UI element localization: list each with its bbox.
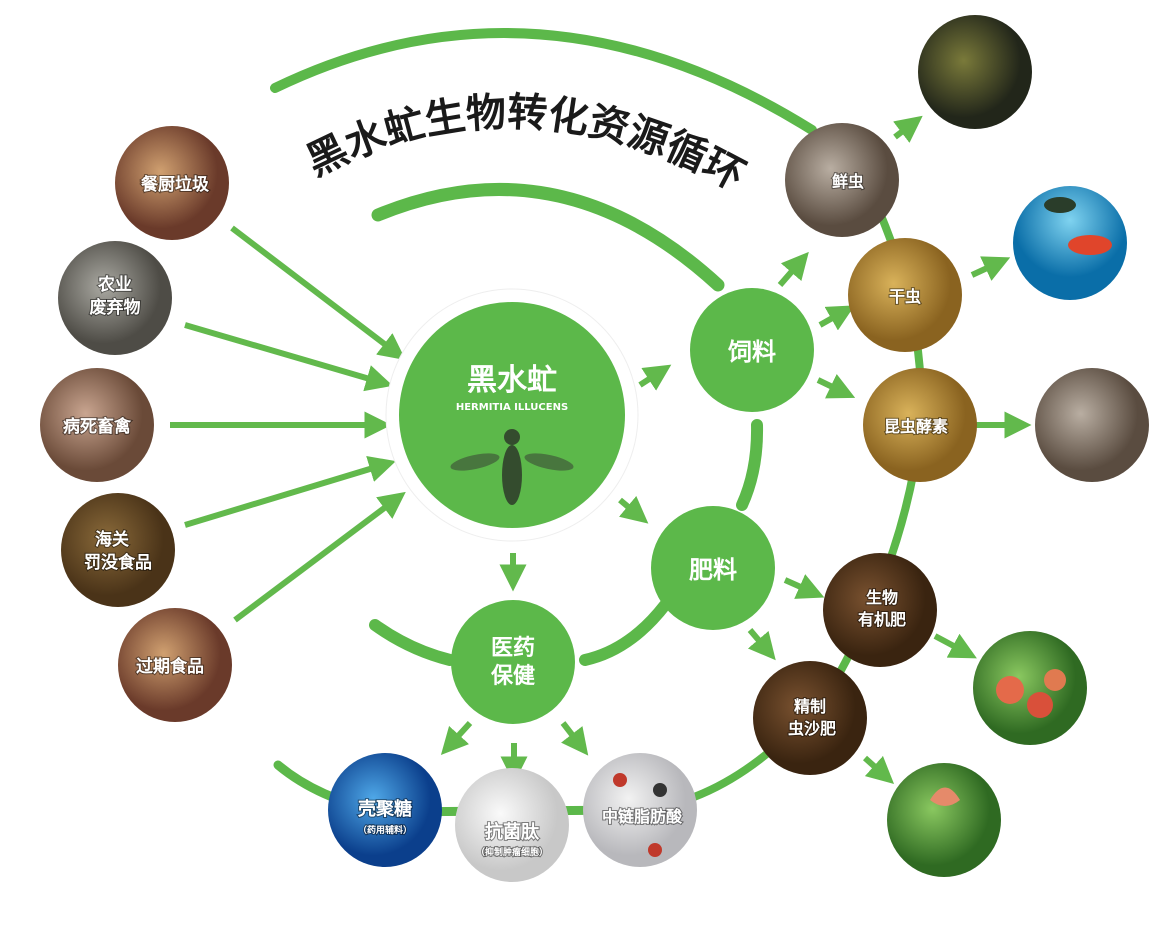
arrow-sand-out [862,755,895,785]
arrow-to-feed [638,364,672,391]
hub-medical: 医药 保健 [451,600,575,724]
input-agri-waste: 农业 废弃物 [58,241,172,355]
diagram-title: 黑水虻生物转化资源循环 [300,90,752,200]
svg-text:饲料: 饲料 [727,338,776,366]
center-node: 黑水虻 HERMITIA ILLUCENS [385,288,639,542]
arrow-fert-1 [783,574,825,599]
svg-text:肥料: 肥料 [689,556,737,584]
arrow-feed-1 [777,251,809,287]
arrow-input-5 [233,491,406,623]
input-expired-food: 过期食品 [118,608,232,722]
hub-fertilizer: 肥料 [651,506,775,630]
arrow-med-1 [440,720,473,755]
svg-text:（抑制肿瘤细胞）: （抑制肿瘤细胞） [476,846,548,858]
svg-text:农业: 农业 [97,274,132,295]
fish-photo [918,15,1032,129]
arrow-fresh-out [893,115,923,143]
arrow-fert-2 [747,628,776,661]
inner-right [736,419,764,511]
end-use-photos [887,15,1149,877]
svg-text:（药用辅料）: （药用辅料） [358,824,412,836]
arrow-organic-out [933,633,977,659]
svg-text:精制: 精制 [794,697,826,716]
input-customs-food: 海关 罚没食品 [61,493,175,607]
svg-text:有机肥: 有机肥 [858,610,906,629]
product-frass-fertilizer: 精制 虫沙肥 [753,661,867,775]
arrow-dried-out [970,256,1011,281]
svg-text:过期食品: 过期食品 [136,656,204,677]
peach-photo [973,631,1087,745]
hub-feed: 饲料 [690,288,814,412]
svg-text:虫沙肥: 虫沙肥 [788,719,836,738]
center-name: 黑水虻 [467,363,557,398]
arrow-input-1 [230,225,406,361]
svg-text:壳聚糖: 壳聚糖 [357,798,412,820]
inner-bottom-right [579,599,671,666]
center-latin: HERMITIA ILLUCENS [456,402,568,413]
arrow-feed-3 [816,373,856,399]
arrow-feed-2 [818,305,855,331]
inner-bottom-left [369,619,456,666]
flower-photo [887,763,1001,877]
svg-text:罚没食品: 罚没食品 [84,552,152,573]
svg-text:病死畜禽: 病死畜禽 [63,416,132,437]
svg-text:生物: 生物 [866,588,898,607]
product-insect-enzyme: 昆虫酵素 [863,368,977,482]
svg-text:海关: 海关 [95,529,129,550]
inner-arc [371,182,725,292]
product-organic-fertilizer: 生物 有机肥 [823,553,937,667]
arrow-med-3 [560,721,589,756]
svg-text:干虫: 干虫 [889,287,921,306]
shrimp-photo [1035,368,1149,482]
input-dead-livestock: 病死畜禽 [40,368,154,482]
fly-icon [450,429,574,505]
product-fresh-larvae: 鲜虫 [785,123,899,237]
product-chitosan: 壳聚糖 （药用辅料） [328,753,442,867]
input-food-waste: 餐厨垃圾 [115,126,229,240]
svg-text:餐厨垃圾: 餐厨垃圾 [141,174,210,195]
svg-text:抗菌肽: 抗菌肽 [485,821,540,843]
svg-text:鲜虫: 鲜虫 [832,172,864,191]
svg-text:昆虫酵素: 昆虫酵素 [884,417,948,436]
svg-text:废弃物: 废弃物 [90,297,141,318]
product-antimicrobial-peptide: 抗菌肽 （抑制肿瘤细胞） [455,768,569,882]
product-mcfa: 中链脂肪酸 [583,753,697,867]
svg-text:医药: 医药 [491,636,535,661]
arrow-input-4 [184,455,396,528]
svg-text:保健: 保健 [490,663,535,689]
product-dried-larvae: 干虫 [848,238,962,352]
arrow-to-fertilizer [618,495,649,524]
outer-arc [270,28,817,135]
svg-text:中链脂肪酸: 中链脂肪酸 [602,807,683,826]
arrow-input-2 [184,322,393,392]
arrows [170,115,1032,785]
